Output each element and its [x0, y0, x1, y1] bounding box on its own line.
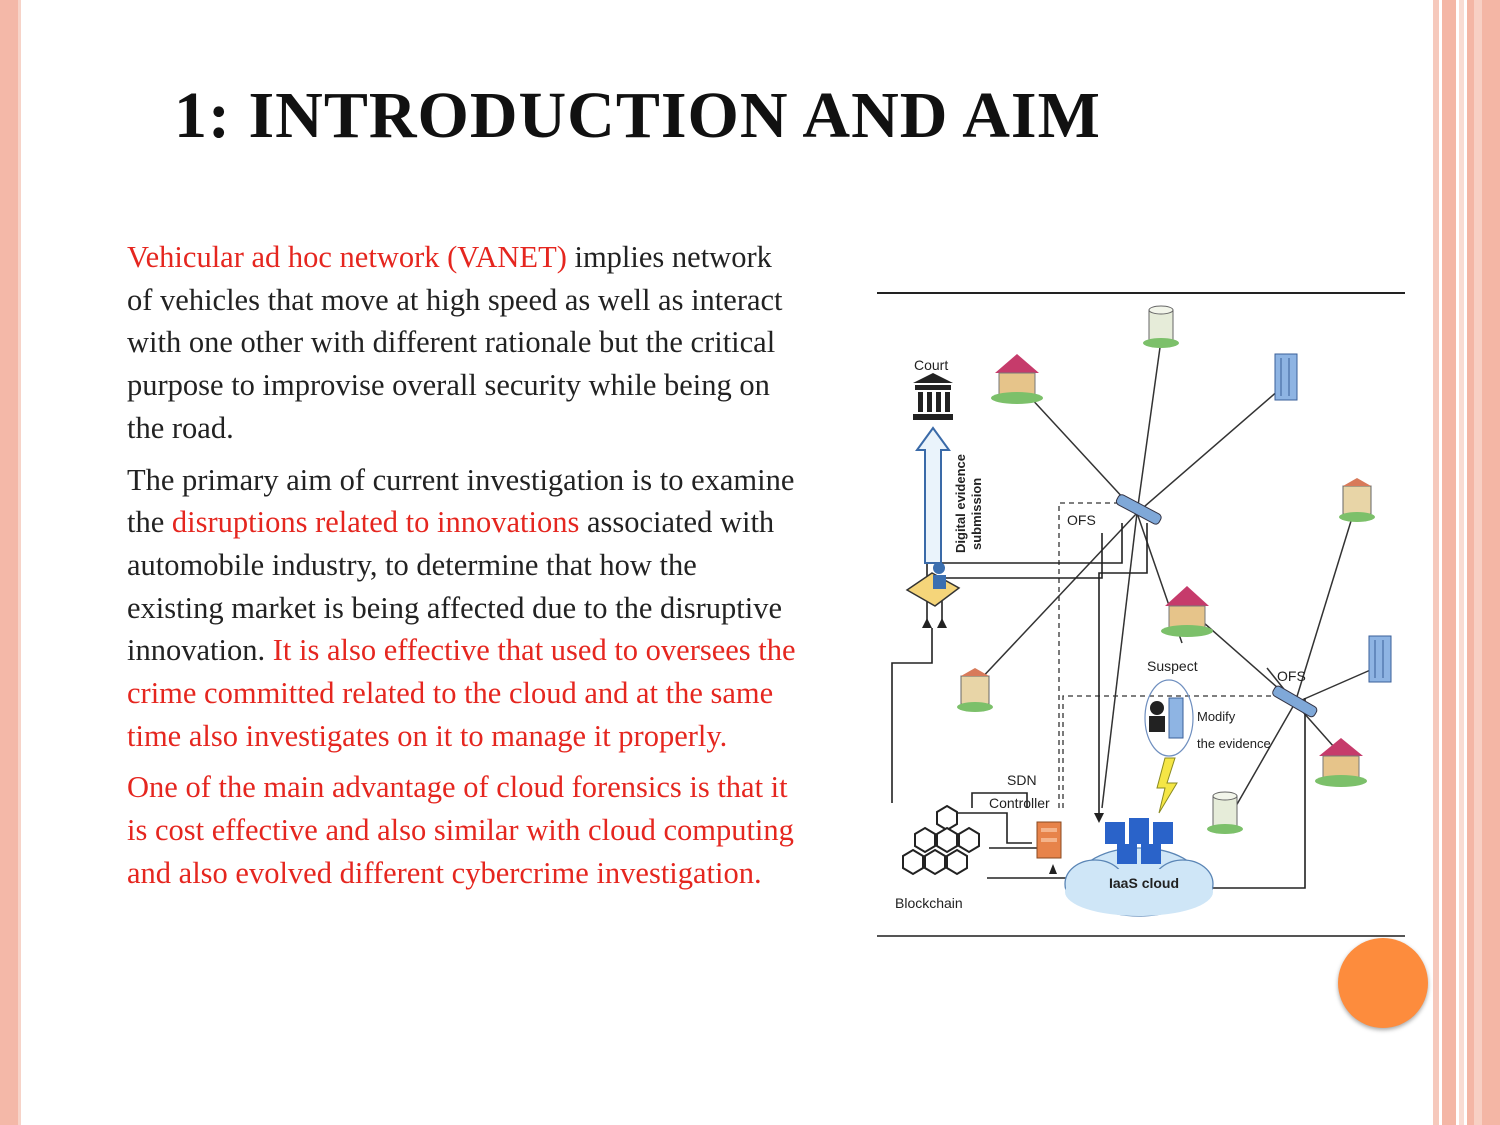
ofs-switch-icon	[1115, 494, 1162, 525]
right-border-stripe	[1467, 0, 1500, 1125]
text-run: The primary aim of current investigation…	[127, 462, 795, 540]
investigator-icon	[905, 562, 961, 607]
right-border-stripe	[1433, 0, 1439, 1125]
modify-label-line2: the evidence	[1197, 736, 1271, 751]
left-border-stripe	[0, 0, 18, 1125]
orange-decorative-circle	[1338, 938, 1428, 1028]
network-edges	[976, 332, 1376, 814]
sdn-label-line2: Controller	[989, 795, 1050, 811]
right-border-stripe	[1474, 0, 1482, 1125]
text-run: It is also effective that used to overse…	[127, 633, 796, 753]
court-label: Court	[914, 357, 948, 373]
sdn-label-line1: SDN	[1007, 772, 1037, 788]
paragraph-aim: The primary aim of current investigation…	[127, 459, 799, 758]
text-run: disruptions related to innovations	[171, 505, 580, 540]
tower-building-icon	[1368, 635, 1392, 683]
data-paths	[891, 523, 1306, 889]
blockchain-label: Blockchain	[895, 895, 963, 911]
ofs-switch-icon	[1272, 685, 1318, 718]
cloud-forensics-diagram: Court Digital evidence submission OFS OF…	[877, 292, 1405, 937]
sdn-controller-icon	[1036, 821, 1062, 859]
ofs-top-label: OFS	[1067, 512, 1096, 528]
evidence-label-line2: submission	[969, 478, 984, 550]
right-border-stripe	[1442, 0, 1456, 1125]
modify-label-line1: Modify	[1197, 709, 1236, 724]
office-building-icon	[957, 668, 993, 712]
storage-tank-icon	[1207, 791, 1243, 834]
evidence-arrow-icon	[915, 426, 951, 564]
slide-body: Vehicular ad hoc network (VANET) implies…	[127, 236, 799, 904]
slide-title: 1: INTRODUCTION AND AIM	[174, 79, 1101, 152]
text-run: associated with automobile industry, to …	[127, 505, 783, 668]
text-run: Vehicular ad hoc network (VANET)	[127, 240, 567, 274]
right-border-stripe	[1459, 0, 1464, 1125]
iaas-label: IaaS cloud	[1109, 875, 1179, 891]
iaas-cloud-icon	[1064, 818, 1214, 917]
house-icon	[991, 354, 1043, 404]
text-run: implies network of vehicles that move at…	[127, 240, 783, 445]
text-run: One of the main advantage of cloud foren…	[127, 770, 794, 890]
ofs-right-label: OFS	[1277, 668, 1306, 684]
storage-tank-icon	[1143, 305, 1179, 348]
suspect-icon	[1149, 697, 1184, 739]
left-border-inner-stripe	[18, 0, 21, 1125]
control-links	[1058, 502, 1285, 808]
suspect-highlight	[1144, 679, 1194, 757]
evidence-label-line1: Digital evidence	[953, 454, 968, 553]
tower-building-icon	[1274, 353, 1298, 401]
paragraph-advantage: One of the main advantage of cloud foren…	[127, 766, 799, 894]
suspect-label: Suspect	[1147, 658, 1198, 674]
paragraph-vanet: Vehicular ad hoc network (VANET) implies…	[127, 236, 799, 450]
blockchain-icon	[902, 804, 980, 876]
court-icon	[913, 373, 953, 420]
house-icon	[1161, 586, 1213, 637]
house-icon	[1315, 738, 1367, 787]
lightning-icon	[1156, 757, 1178, 814]
office-building-icon	[1339, 478, 1375, 522]
